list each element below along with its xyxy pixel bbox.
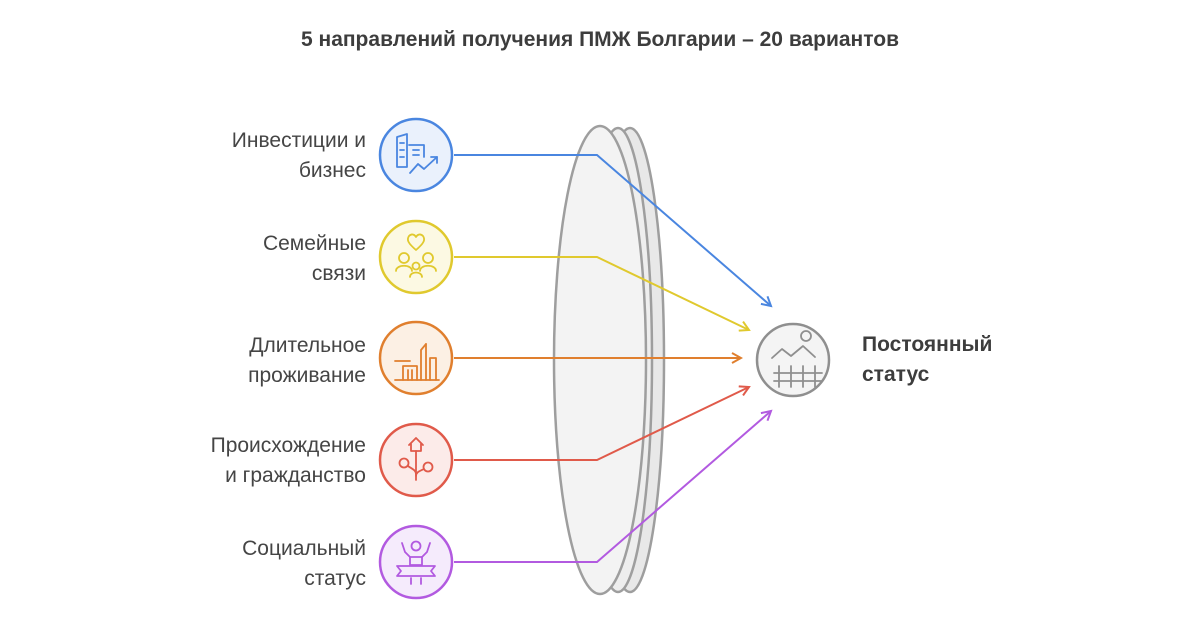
circle-family — [378, 219, 454, 295]
landscape-fence-icon — [771, 330, 823, 388]
social-status-icon — [396, 540, 436, 585]
label-social-line1: Социальный — [242, 537, 366, 560]
label-investment: Инвестиции и бизнес — [232, 126, 366, 186]
connector-social — [454, 411, 771, 563]
label-social: Социальный статус — [242, 534, 366, 594]
label-social-line2: статус — [304, 567, 366, 590]
label-family: Семейные связи — [263, 229, 366, 289]
circle-residence — [378, 320, 454, 396]
label-family-line1: Семейные — [262, 232, 366, 255]
label-permanent-status-line1: Постоянный — [862, 333, 993, 356]
label-investment-line1: Инвестиции и — [231, 129, 366, 152]
label-permanent-status: Постоянный статус — [862, 330, 992, 390]
label-investment-line2: бизнес — [298, 159, 366, 182]
label-permanent-status-line2: статус — [862, 363, 930, 386]
label-residence-line1: Длительное — [249, 334, 366, 357]
diagram-title: 5 направлений получения ПМЖ Болгарии – 2… — [301, 28, 899, 51]
lens-shape — [552, 124, 666, 596]
label-family-line2: связи — [311, 262, 366, 285]
origin-tree-icon — [398, 437, 434, 481]
label-origin-line1: Происхождение — [210, 434, 366, 457]
label-origin: Происхождение и гражданство — [211, 431, 366, 491]
circle-social — [378, 524, 454, 600]
connector-family — [454, 256, 749, 330]
label-residence: Длительное проживание — [248, 331, 366, 391]
label-origin-line2: и гражданство — [225, 464, 366, 487]
investment-growth-icon — [396, 133, 438, 174]
connector-origin — [454, 387, 749, 461]
family-heart-icon — [395, 233, 437, 278]
circle-permanent-status — [755, 322, 831, 398]
long-residence-icon — [394, 343, 440, 381]
label-residence-line2: проживание — [248, 364, 366, 387]
connector-investment — [454, 154, 771, 306]
